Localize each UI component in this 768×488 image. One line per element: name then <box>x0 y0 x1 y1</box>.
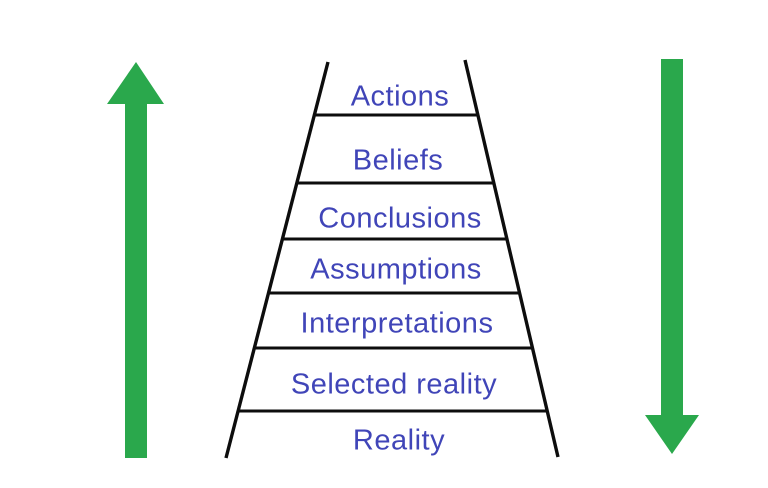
rung-label-beliefs: Beliefs <box>352 144 444 177</box>
rung-label-selected-reality: Selected reality <box>290 368 498 401</box>
ladder-right-rail <box>463 59 560 458</box>
rung-label-assumptions: Assumptions <box>310 253 482 286</box>
ladder-left-rail <box>224 61 330 459</box>
rung-label-actions: Actions <box>350 80 450 113</box>
down-arrow-icon <box>645 59 699 454</box>
rung-label-reality: Reality <box>352 424 446 457</box>
rung-label-conclusions: Conclusions <box>318 202 482 235</box>
up-arrow-icon <box>107 62 164 458</box>
rung-label-interpretations: Interpretations <box>300 307 494 340</box>
